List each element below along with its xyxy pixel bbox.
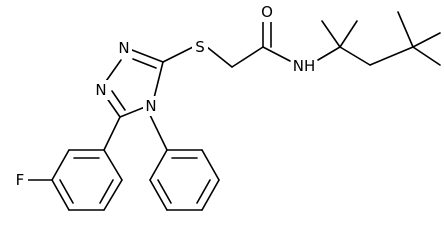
triazole-n1-atom: N: [93, 80, 109, 100]
bond-n1-c5-double: [111, 90, 126, 111]
bond-cq-me1: [321, 20, 341, 48]
fluorine-label: F: [16, 171, 25, 189]
bond-c3-n2-double: [132, 58, 157, 69]
bond-c3-n2: [131, 49, 164, 63]
bond-c3-s: [162, 46, 194, 63]
bond-ch2-ct: [369, 46, 414, 66]
chemical-structure-diagram: S O NH N N N F: [12, 2, 441, 211]
bond-n-cq: [317, 46, 341, 61]
bond-fph-inner-2: [59, 179, 74, 204]
structure-canvas: S O NH N N N F: [12, 2, 441, 211]
bond-carbonyl-n: [262, 46, 291, 62]
bond-ph-2: [149, 179, 168, 211]
bond-cq-ch2: [339, 46, 371, 66]
bond-ph-1: [149, 149, 168, 181]
bond-fph-3: [51, 179, 70, 211]
bond-ph-5: [201, 149, 220, 181]
bond-fph-2: [51, 149, 70, 181]
amide-nh-label: NH: [293, 57, 316, 75]
bond-c5-fluorophenyl: [103, 116, 121, 151]
bond-fph-inner-3: [99, 179, 114, 204]
bond-fph-5: [103, 179, 123, 211]
oxygen-atom: O: [259, 2, 275, 22]
bond-n4-c3: [153, 61, 164, 99]
bond-ph-inner-1: [157, 179, 172, 204]
bond-ph-4: [201, 179, 220, 211]
triazole-n4-atom: N: [143, 96, 159, 116]
bond-ph-inner-2: [196, 179, 211, 204]
triazole-n4-label: N: [145, 97, 156, 115]
amide-nh-atom: NH: [291, 56, 317, 76]
triazole-n1-label: N: [95, 81, 106, 99]
bond-ch2-carbonyl: [231, 46, 264, 68]
bond-ct-me3: [412, 46, 441, 66]
atom-label-layer: S O NH N N N F: [12, 2, 317, 190]
oxygen-label: O: [261, 3, 273, 21]
bond-fph-6: [103, 149, 123, 181]
bond-layer: [27, 11, 441, 211]
bond-c5-n4: [119, 106, 146, 118]
bond-cq-me2: [339, 20, 358, 48]
bond-n4-phenyl: [149, 114, 168, 151]
sulfur-label: S: [195, 38, 205, 56]
triazole-n2-atom: N: [116, 38, 132, 58]
bond-ct-me1: [397, 11, 414, 48]
triazole-n2-label: N: [118, 39, 129, 57]
bond-ct-me2: [412, 32, 441, 48]
bond-s-ch2: [206, 46, 233, 68]
sulfur-atom: S: [192, 38, 208, 58]
fluorine-atom: F: [12, 170, 28, 190]
